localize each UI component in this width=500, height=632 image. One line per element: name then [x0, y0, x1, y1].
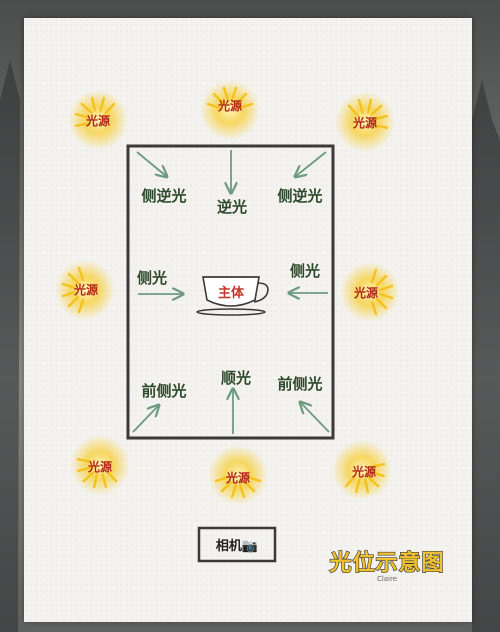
light-source-label: 光源 [225, 470, 250, 485]
light-source-label: 光源 [73, 282, 98, 297]
arrow-bottom-right [301, 403, 330, 433]
coffee-cup-icon [196, 276, 269, 316]
light-source-top-left: 光源 [55, 77, 141, 163]
camera-box [197, 526, 277, 563]
camera-label: 相机📷 [216, 538, 258, 554]
light-source-bottom-right: 光源 [319, 427, 405, 513]
label-side-light-left: 侧光 [137, 269, 167, 287]
light-source-mid-right: 光源 [338, 260, 402, 324]
light-source-label: 光源 [352, 115, 377, 130]
light-source-bottom-center: 光源 [206, 443, 270, 507]
light-source-top-center: 光源 [198, 78, 262, 142]
light-source-label: 光源 [217, 98, 242, 113]
scene-frame [126, 144, 335, 440]
label-front-side-light-right: 前侧光 [277, 375, 322, 393]
label-side-back-light-right: 侧逆光 [277, 187, 322, 205]
arrow-top-right [296, 151, 327, 176]
arrow-top-left [136, 151, 166, 176]
label-front-side-light-left: 前侧光 [141, 382, 186, 400]
light-source-bottom-left: 光源 [57, 422, 143, 508]
subject-label: 主体 [218, 285, 245, 301]
label-side-back-light-left: 侧逆光 [141, 187, 186, 205]
light-source-label: 光源 [351, 464, 376, 479]
light-source-label: 光源 [85, 113, 110, 128]
page-title: 光位示意图 [328, 550, 444, 576]
title-signature: Claire [377, 575, 397, 583]
light-source-top-right: 光源 [322, 79, 408, 165]
arrow-bottom-left [132, 406, 158, 433]
light-source-label: 光源 [87, 459, 112, 474]
label-front-light: 顺光 [221, 369, 251, 387]
label-back-light: 逆光 [217, 198, 247, 216]
light-source-label: 光源 [353, 285, 378, 300]
light-source-mid-left: 光源 [53, 258, 117, 322]
label-side-light-right: 侧光 [290, 262, 320, 280]
